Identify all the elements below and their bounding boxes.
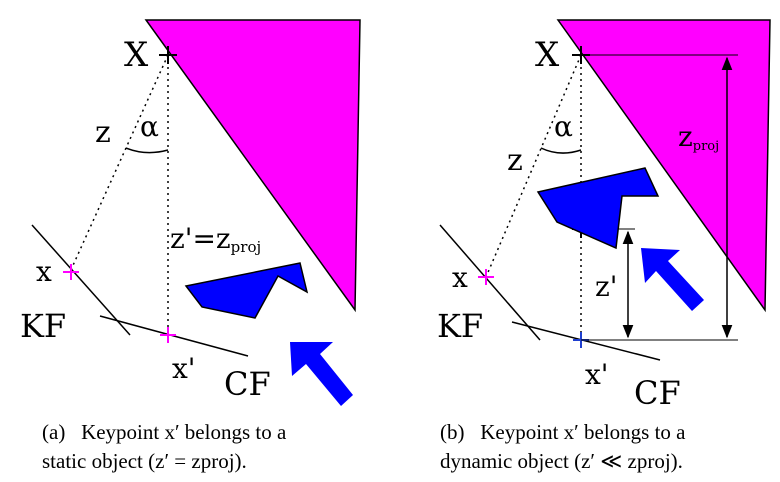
ray-z-b xyxy=(485,54,582,278)
caption-a-line1: (a) Keypoint x′ belongs to a xyxy=(42,420,287,444)
label-xprime-b: x' xyxy=(585,358,609,391)
label-X-b: X xyxy=(535,35,560,75)
panel-b: X z α zproj z' x x' KF CF xyxy=(437,19,771,412)
panel-a: X z α z'=zproj x x' KF CF xyxy=(20,19,361,406)
label-X-a: X xyxy=(124,35,149,75)
label-KF-a: KF xyxy=(20,307,66,345)
label-z-b: z xyxy=(507,143,523,178)
point-X-marker-a xyxy=(159,46,177,64)
keypoint-x-marker-b xyxy=(478,269,494,285)
label-zproj-b: zproj xyxy=(678,120,719,154)
label-CF-a: CF xyxy=(224,365,271,403)
magenta-wall-a xyxy=(144,19,361,313)
caption-b-line1: (b) Keypoint x′ belongs to a xyxy=(440,420,686,444)
label-x-a: x xyxy=(36,255,52,288)
motion-arrow-b xyxy=(641,248,704,311)
label-alpha-a: α xyxy=(140,110,159,143)
caption-a: (a) Keypoint x′ belongs to a static obje… xyxy=(42,418,372,476)
blue-object-a xyxy=(184,262,309,319)
caption-b-line2: dynamic object (z′ ≪ zproj). xyxy=(440,449,683,473)
label-zprime-b: z' xyxy=(595,270,617,303)
label-KF-b: KF xyxy=(437,307,483,345)
label-CF-b: CF xyxy=(634,374,681,412)
label-zeq-a: z'=zproj xyxy=(170,222,261,256)
kf-line-a xyxy=(31,224,131,336)
label-alpha-b: α xyxy=(554,110,573,143)
label-z-a: z xyxy=(95,115,111,150)
alpha-arc-a xyxy=(125,147,169,154)
ray-z-a xyxy=(69,54,169,273)
magenta-wall-b xyxy=(556,19,771,313)
keypoint-x-marker-a xyxy=(63,264,79,280)
label-x-b: x xyxy=(452,261,468,294)
kf-line-b xyxy=(439,224,541,341)
motion-arrow-a xyxy=(290,342,353,406)
alpha-arc-b xyxy=(540,147,582,154)
label-xprime-a: x' xyxy=(172,352,196,385)
blue-object-b xyxy=(536,167,660,250)
caption-b: (b) Keypoint x′ belongs to a dynamic obj… xyxy=(440,418,775,476)
caption-a-line2: static object (z′ = zproj). xyxy=(42,449,247,473)
keypoint-xprime-marker-a xyxy=(160,327,176,343)
